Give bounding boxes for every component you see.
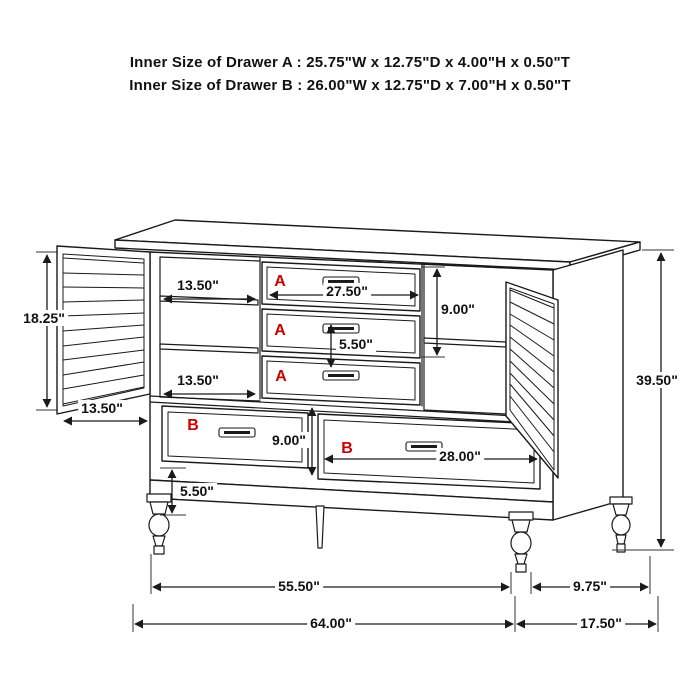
dim-label-overall-height: 39.50" <box>633 371 681 389</box>
title-line-2: Inner Size of Drawer B : 26.00"W x 12.75… <box>129 77 571 94</box>
cabinet-feet <box>146 493 633 573</box>
dim-label-overall-width: 64.00" <box>307 614 355 632</box>
cabinet-top <box>114 219 641 271</box>
dim-label-front-leg-span: 55.50" <box>275 577 323 595</box>
cabinet-right-side <box>552 249 624 521</box>
drawer-b-label-2: B <box>341 440 353 457</box>
drawer-a-label-2: A <box>274 322 286 339</box>
dim-label-side-leg-span: 9.75" <box>570 577 610 595</box>
dim-label-right-opening-height: 9.00" <box>438 300 478 318</box>
cabinet-base <box>149 479 554 521</box>
drawer-a-label-1: A <box>274 273 286 290</box>
right-louvered-door <box>505 281 559 479</box>
dim-label-bottom-drawer-height: 9.00" <box>269 431 309 449</box>
left-louvered-door <box>56 245 151 415</box>
dim-label-leg-height: 5.50" <box>177 482 217 500</box>
dim-label-shelf-depth-upper: 13.50" <box>174 276 222 294</box>
dim-label-shelf-depth-lower: 13.50" <box>174 371 222 389</box>
dim-label-shelf-clearance: 5.50" <box>336 335 376 353</box>
dim-label-bottom-drawer-width: 28.00" <box>436 447 484 465</box>
drawer-a-label-3: A <box>275 368 287 385</box>
drawer-b-label-1: B <box>187 417 199 434</box>
title-line-1: Inner Size of Drawer A : 25.75"W x 12.75… <box>129 54 571 71</box>
dim-label-center-drawer-width: 27.50" <box>323 282 371 300</box>
dim-label-door-height: 18.25" <box>20 309 68 327</box>
extension-lines <box>36 249 674 632</box>
dim-label-door-width: 13.50" <box>78 399 126 417</box>
dim-label-overall-depth: 17.50" <box>577 614 625 632</box>
